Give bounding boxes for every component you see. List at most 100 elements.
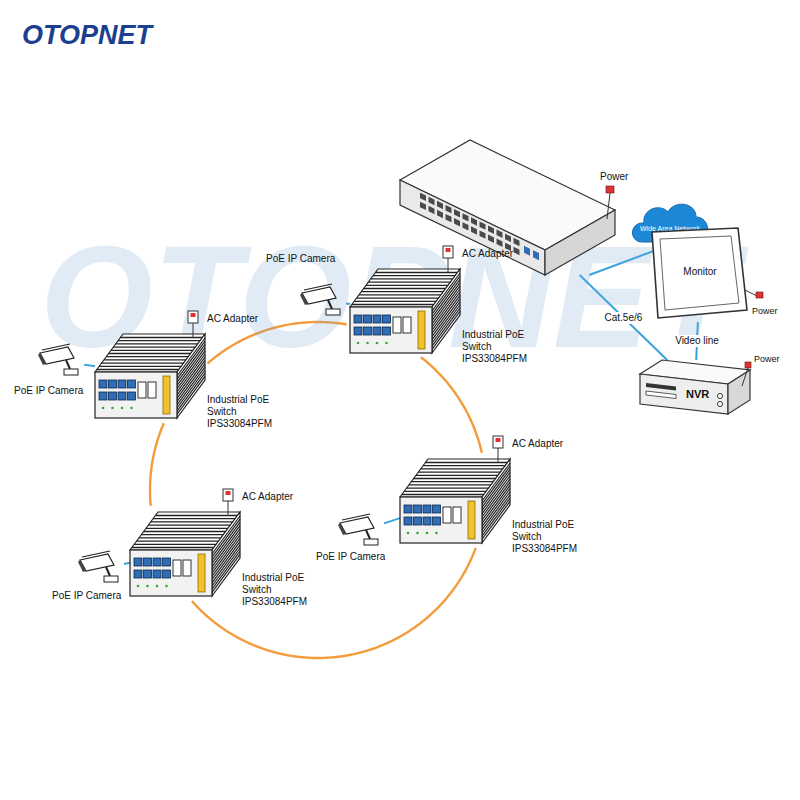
- rj45-port: [414, 505, 422, 513]
- led: [102, 407, 105, 410]
- led: [407, 532, 410, 535]
- power-cord: [742, 368, 748, 386]
- node-illustration: [130, 508, 240, 598]
- rj45-port: [514, 247, 520, 255]
- switch-front: [350, 307, 432, 353]
- heat-fin: [364, 288, 446, 289]
- heat-fin: [414, 478, 496, 479]
- rj45-port: [404, 517, 412, 525]
- adapter-plug: [191, 313, 196, 317]
- camera-body: [302, 287, 336, 304]
- rj45-port: [134, 558, 142, 566]
- led: [376, 342, 379, 345]
- adapter-label: AC Adapter: [462, 248, 513, 260]
- poe-switch: AC AdapterIndustrial PoE SwitchIPS33084P…: [130, 508, 240, 598]
- adapter-cord: [193, 323, 194, 338]
- ring-link: [150, 423, 164, 506]
- camera-arm: [66, 360, 70, 369]
- model-label: IPS33084PFM: [512, 543, 577, 555]
- power-cord: [745, 290, 757, 296]
- camera-lens: [38, 353, 46, 365]
- switch-label: Industrial PoE Switch: [242, 572, 312, 596]
- adapter-plug: [496, 438, 501, 442]
- heat-fin: [109, 353, 191, 354]
- adapter-label: AC Adapter: [512, 438, 563, 450]
- camera-base: [326, 309, 340, 315]
- sfp-port: [393, 317, 401, 333]
- heat-fin: [375, 272, 457, 273]
- rj45-port: [144, 558, 152, 566]
- led: [137, 585, 140, 588]
- heat-fin: [153, 518, 235, 519]
- heat-fin: [177, 376, 205, 414]
- rj45-port: [153, 558, 161, 566]
- rj45-port: [454, 209, 460, 217]
- power-label: Power: [754, 354, 780, 365]
- led: [146, 585, 149, 588]
- rj45-port: [454, 218, 460, 226]
- heat-fin: [104, 359, 186, 360]
- rj45-port: [433, 505, 441, 513]
- heat-fin: [354, 301, 436, 302]
- heat-fin: [416, 475, 498, 476]
- heat-fin: [482, 495, 510, 533]
- heat-fin: [118, 340, 200, 341]
- node-illustration: [95, 330, 205, 420]
- heat-fin: [366, 285, 448, 286]
- adapter-label: AC Adapter: [242, 491, 293, 503]
- led: [165, 585, 168, 588]
- camera-body: [340, 517, 374, 534]
- rj45-port: [118, 392, 126, 400]
- adapter-cord: [228, 501, 229, 516]
- switch-front: [130, 550, 212, 596]
- rj45-port: [144, 570, 152, 578]
- rj45-port: [471, 217, 477, 225]
- poe-switch: AC AdapterIndustrial PoE SwitchIPS33084P…: [400, 455, 510, 545]
- camera-label: PoE IP Camera: [266, 253, 335, 265]
- uplink-port: [524, 246, 530, 256]
- heat-fin: [373, 275, 455, 276]
- rj45-port: [488, 225, 494, 233]
- rj45-port: [404, 505, 412, 513]
- nvr-button: [718, 394, 723, 399]
- ring-link: [421, 357, 482, 453]
- camera-lens: [78, 560, 86, 572]
- status-strip: [198, 554, 205, 592]
- network-cable: [384, 518, 400, 523]
- rj45-port: [373, 315, 381, 323]
- cable-label: Video line: [673, 335, 721, 347]
- heat-fin: [357, 297, 439, 298]
- heat-fin: [141, 534, 223, 535]
- ac-adapter-icon: [188, 311, 198, 323]
- camera-arm: [106, 567, 110, 576]
- nvr-label: NVR: [686, 388, 709, 401]
- heat-fin: [212, 545, 240, 583]
- rj45-port: [480, 221, 486, 229]
- rj45-port: [99, 392, 107, 400]
- rj45-port: [109, 380, 117, 388]
- camera-body: [80, 554, 114, 571]
- disk-slot: [646, 391, 676, 399]
- rj45-port: [163, 558, 171, 566]
- rj45-port: [480, 230, 486, 238]
- rj45-port: [433, 517, 441, 525]
- power-label: Power: [752, 306, 778, 317]
- switch-label: Industrial PoE Switch: [512, 519, 582, 543]
- rj45-port: [420, 202, 426, 210]
- ac-adapter-icon: [493, 436, 503, 448]
- camera-label: PoE IP Camera: [52, 590, 121, 602]
- ac-adapter-icon: [223, 489, 233, 501]
- rj45-port: [514, 238, 520, 246]
- ip-camera: PoE IP Camera: [300, 285, 346, 317]
- rj45-port: [118, 380, 126, 388]
- rj45-port: [429, 197, 435, 205]
- nvr: NVRPower: [640, 360, 750, 414]
- node-illustration: [350, 265, 460, 355]
- camera-base: [364, 539, 378, 545]
- led: [357, 342, 360, 345]
- switch-side: [432, 269, 460, 353]
- brand-logo: OTOPNET: [22, 22, 152, 49]
- switch-side: [177, 334, 205, 418]
- sfp-port: [183, 560, 191, 576]
- sfp-port: [403, 317, 411, 333]
